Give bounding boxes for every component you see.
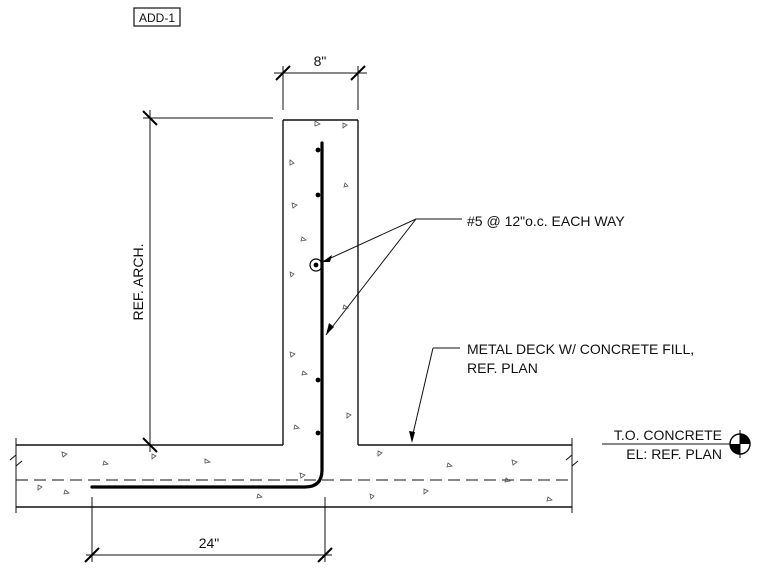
wall-height-dimension <box>142 110 273 453</box>
wall-height-label: REF. ARCH. <box>130 243 146 320</box>
addendum-tag-label: ADD-1 <box>139 11 175 25</box>
elevation-label-top: T.O. CONCRETE <box>614 427 722 443</box>
rebar-dot <box>315 192 321 198</box>
l-shaped-rebar <box>90 141 324 489</box>
elevation-marker <box>602 430 751 458</box>
rebar-callout-circle <box>309 258 323 272</box>
bar-leg-label: 24" <box>199 535 220 551</box>
concrete-aggregate-hatch <box>37 120 553 502</box>
deck-callout-text-line1: METAL DECK W/ CONCRETE FILL, <box>467 341 694 357</box>
concrete-slab <box>9 438 579 513</box>
bar-leg-dimension <box>84 497 333 563</box>
rebar-callout-text: #5 @ 12"o.c. EACH WAY <box>467 213 625 229</box>
reinforcing-bars <box>90 141 324 489</box>
wall-width-label: 8" <box>314 53 327 69</box>
rebar-dot <box>315 377 321 383</box>
rebar-dot <box>315 430 321 436</box>
elevation-label-bottom: EL: REF. PLAN <box>626 446 722 462</box>
deck-callout-leader <box>409 347 460 443</box>
deck-callout-text-line2: REF. PLAN <box>467 360 538 376</box>
wall-width-dimension <box>274 65 367 110</box>
rebar-dot <box>313 262 319 268</box>
concrete-wall <box>282 119 359 445</box>
rebar-callout-leaders <box>321 218 462 336</box>
rebar-dot <box>315 147 321 153</box>
addendum-tag: ADD-1 <box>133 7 181 27</box>
